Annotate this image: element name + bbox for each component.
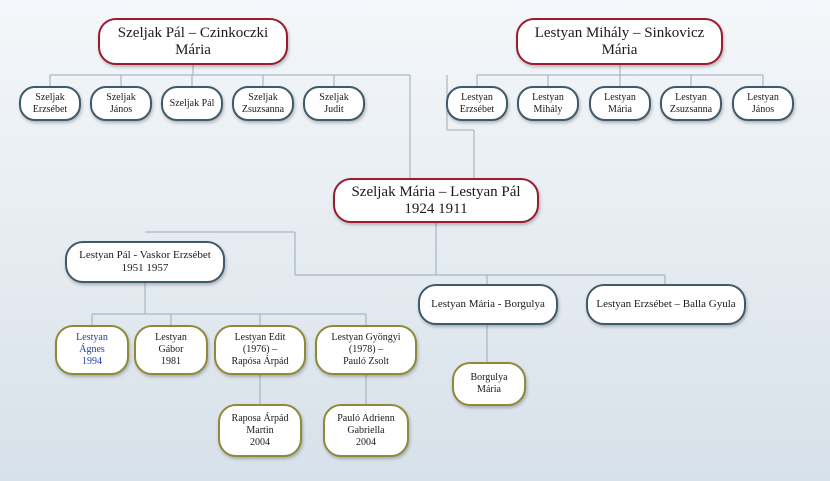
grandparents-szeljak-czinkoczki: Szeljak Pál – Czinkoczki Mária xyxy=(98,18,288,65)
couple-lestyan-erzsebet-balla-gyula: Lestyan Erzsébet – Balla Gyula xyxy=(586,284,746,325)
grandchild-lestyan-agnes: Lestyan Ágnes 1994 xyxy=(55,325,129,375)
grandchild-lestyan-gyongyi: Lestyan Gyöngyi (1978) – Pauló Zsolt xyxy=(315,325,417,375)
child-lestyan-janos: Lestyan János xyxy=(732,86,794,121)
grandchild-lestyan-edit: Lestyan Edit (1976) – Rapósa Árpád xyxy=(214,325,306,375)
child-szeljak-erzsebet: Szeljak Erzsébet xyxy=(19,86,81,121)
grandparents-lestyan-sinkovicz: Lestyan Mihály – Sinkovicz Mária xyxy=(516,18,723,65)
grandchild-lestyan-gabor: Lestyan Gábor 1981 xyxy=(134,325,208,375)
child-lestyan-mihaly: Lestyan Mihály xyxy=(517,86,579,121)
child-lestyan-maria: Lestyan Mária xyxy=(589,86,651,121)
child-lestyan-zsuzsanna: Lestyan Zsuzsanna xyxy=(660,86,722,121)
child-lestyan-erzsebet: Lestyan Erzsébet xyxy=(446,86,508,121)
child-szeljak-pal: Szeljak Pál xyxy=(161,86,223,121)
child-szeljak-zsuzsanna: Szeljak Zsuzsanna xyxy=(232,86,294,121)
couple-lestyan-maria-borgulya: Lestyan Mária - Borgulya xyxy=(418,284,558,325)
grandchild-borgulya-maria: Borgulya Mária xyxy=(452,362,526,406)
child-szeljak-judit: Szeljak Judit xyxy=(303,86,365,121)
child-szeljak-janos: Szeljak János xyxy=(90,86,152,121)
great-grandchild-raposa-arpad-martin: Raposa Árpád Martin 2004 xyxy=(218,404,302,457)
couple-lestyan-pal-vaskor-erzsebet: Lestyan Pál - Vaskor Erzsébet 1951 1957 xyxy=(65,241,225,283)
couple-szeljak-maria-lestyan-pal: Szeljak Mária – Lestyan Pál 1924 1911 xyxy=(333,178,539,223)
great-grandchild-paulo-adrienn-gabriella: Pauló Adrienn Gabriella 2004 xyxy=(323,404,409,457)
